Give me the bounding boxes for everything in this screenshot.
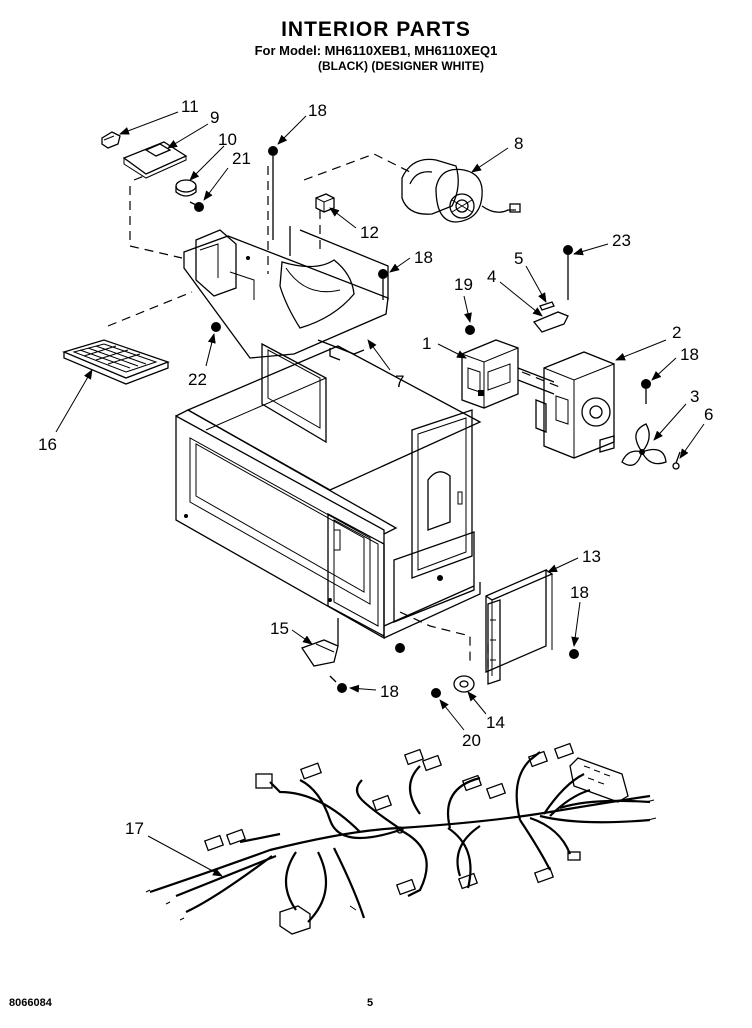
part-13-frame [485,569,554,685]
callout-11: 11 [181,97,199,116]
part-7-air-duct [183,226,389,361]
callout-10: 10 [218,130,237,149]
callout-6: 6 [704,405,713,424]
leader-lines [55,111,705,877]
callout-8: 8 [514,134,523,153]
part-8-blower-motor [401,158,521,223]
callout-18-bottom: 18 [380,682,399,701]
part-11-clip [101,131,121,149]
page-number: 5 [367,997,374,1009]
part-14-switch [453,675,475,693]
callout-12: 12 [360,223,379,242]
callout-16: 16 [38,435,57,454]
callout-23: 23 [612,231,631,250]
callout-2: 2 [672,323,681,342]
callout-18-duct: 18 [414,248,433,267]
part-23-screw [563,245,573,300]
callout-20: 20 [462,731,481,750]
part-10-thermal-cutout [175,179,197,197]
callout-21: 21 [232,149,251,168]
callout-22: 22 [188,370,207,389]
callout-14: 14 [486,713,505,732]
callout-9: 9 [210,108,219,127]
model-line: For Model: MH6110XEB1, MH6110XEQ1 [254,43,498,58]
part-6-clip [672,451,681,470]
part-15-bracket [301,618,339,667]
callout-5: 5 [514,249,523,268]
part-17-wire-harness [145,742,657,935]
part-21-screw [189,201,204,212]
document-number: 8066084 [9,997,52,1009]
callout-4: 4 [487,267,496,286]
callout-18-frame: 18 [570,583,589,602]
part-18-screw-frame [569,649,579,659]
assembly-lines [107,153,563,674]
part-2-fan-housing [535,351,615,459]
part-18-screw-bottom [329,643,405,693]
part-22-screw [211,322,221,332]
part-5-pin [539,301,555,311]
callout-19: 19 [454,275,473,294]
part-3-fan-blade [621,423,667,466]
part-18-screw-top [268,146,278,240]
part-16-filter [62,339,170,385]
oven-cavity [175,342,482,640]
callout-18-housing: 18 [680,345,699,364]
callout-17: 17 [125,819,144,838]
callout-3: 3 [690,387,699,406]
page-title: INTERIOR PARTS [281,18,471,41]
part-9-bracket [122,141,188,179]
callout-7: 7 [395,372,404,391]
part-19-screw [465,325,475,335]
callout-13: 13 [582,547,601,566]
part-20-screw [431,688,441,698]
callout-1: 1 [422,334,431,353]
part-4-switch-lever [532,311,569,333]
part-1-magnetron [461,339,555,409]
part-18-screw-housing [641,379,651,404]
callout-15: 15 [270,619,289,638]
callout-labels: 11 9 10 21 18 8 12 18 5 23 19 4 1 2 18 2… [38,97,713,838]
part-18-screw-duct [378,269,388,300]
variant-line: (BLACK) (DESIGNER WHITE) [318,59,484,73]
callout-18-top: 18 [308,101,327,120]
